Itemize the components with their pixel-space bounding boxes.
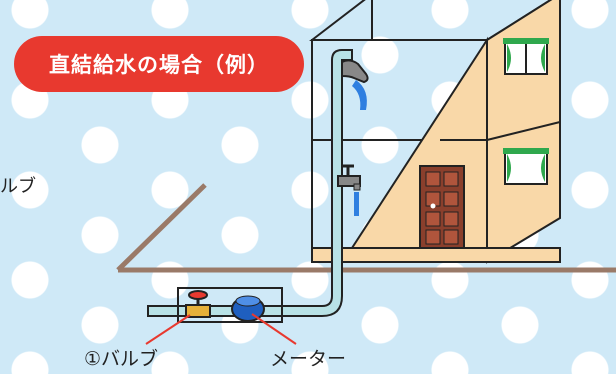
front-door [419,165,465,249]
ground-line [116,183,207,272]
supply-pipe [147,49,353,317]
lower-window [503,148,549,185]
upper-window [503,38,549,75]
valve-label: ①バルブ [84,348,159,370]
valve-icon [185,290,211,318]
valve-leader-line [145,314,191,345]
upper-faucet-icon [341,59,369,110]
meter-leader-line [251,313,297,345]
water-meter-icon [231,295,265,322]
left-cut-label: ルブ [0,176,36,197]
lower-faucet-icon [337,164,361,216]
house-base [311,247,561,263]
floor-line-right [486,121,561,141]
diagram-title-banner: 直結給水の場合（例） [14,36,304,92]
meter-box [177,287,283,323]
meter-label: メーター [270,348,347,370]
